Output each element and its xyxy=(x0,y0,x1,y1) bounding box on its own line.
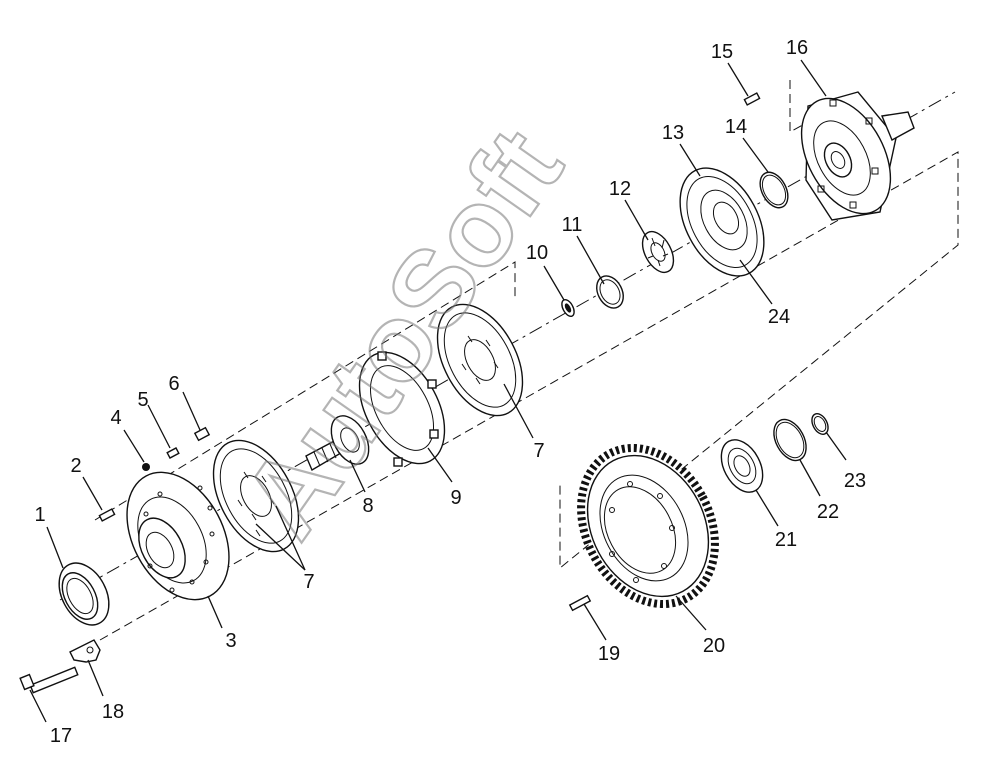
callout-2: 2 xyxy=(70,455,81,477)
part-bolt-small xyxy=(743,92,761,106)
part-o-ring xyxy=(759,171,789,209)
part-clutch-drum xyxy=(800,91,915,221)
callout-12: 12 xyxy=(609,178,631,200)
callout-11: 11 xyxy=(562,214,583,236)
callout-5: 5 xyxy=(137,389,148,411)
part-pin xyxy=(98,508,116,522)
part-friction-disc-right xyxy=(436,303,524,417)
callout-10: 10 xyxy=(526,242,548,264)
callout-20: 20 xyxy=(703,635,725,657)
part-spring xyxy=(166,447,180,459)
callout-14: 14 xyxy=(725,116,747,138)
callout-7-right: 7 xyxy=(533,440,544,462)
watermark: AutoSoft xyxy=(219,108,586,559)
callout-3: 3 xyxy=(225,630,236,652)
leader-lines xyxy=(29,59,847,723)
part-gear xyxy=(577,443,719,609)
part-piston xyxy=(679,167,765,277)
part-ball xyxy=(142,463,150,471)
callout-9: 9 xyxy=(450,487,461,509)
callout-16: 16 xyxy=(786,37,808,59)
callout-21: 21 xyxy=(775,529,797,551)
callout-13: 13 xyxy=(662,122,684,144)
callout-1: 1 xyxy=(34,504,45,526)
part-retaining-ring xyxy=(811,413,829,435)
part-steel-plate xyxy=(358,351,446,467)
callout-4: 4 xyxy=(110,407,121,429)
part-seal xyxy=(58,562,110,626)
part-friction-disc-left xyxy=(212,439,300,553)
part-hub xyxy=(126,471,230,601)
callout-15: 15 xyxy=(711,41,733,63)
callout-18: 18 xyxy=(102,701,124,723)
part-ball-bearing xyxy=(720,439,764,493)
callout-17: 17 xyxy=(50,725,72,747)
callout-8: 8 xyxy=(362,495,373,517)
part-spring-washer xyxy=(641,230,675,274)
part-shim xyxy=(773,418,807,462)
callout-23: 23 xyxy=(844,470,866,492)
part-splined-shaft xyxy=(305,415,370,472)
part-needle-bearing xyxy=(561,299,575,317)
callout-22: 22 xyxy=(817,501,839,523)
part-bolt-large xyxy=(19,666,79,694)
callout-6: 6 xyxy=(168,373,179,395)
callout-labels: 1 2 3 4 5 6 7 7 8 9 10 11 12 13 14 15 16… xyxy=(34,37,866,747)
part-bracket xyxy=(69,639,101,663)
part-dowel-pin xyxy=(568,594,592,612)
callout-19: 19 xyxy=(598,643,620,665)
callout-24: 24 xyxy=(768,306,790,328)
part-plug xyxy=(193,426,211,442)
part-snap-ring xyxy=(596,275,624,309)
callout-7-left: 7 xyxy=(303,571,314,593)
